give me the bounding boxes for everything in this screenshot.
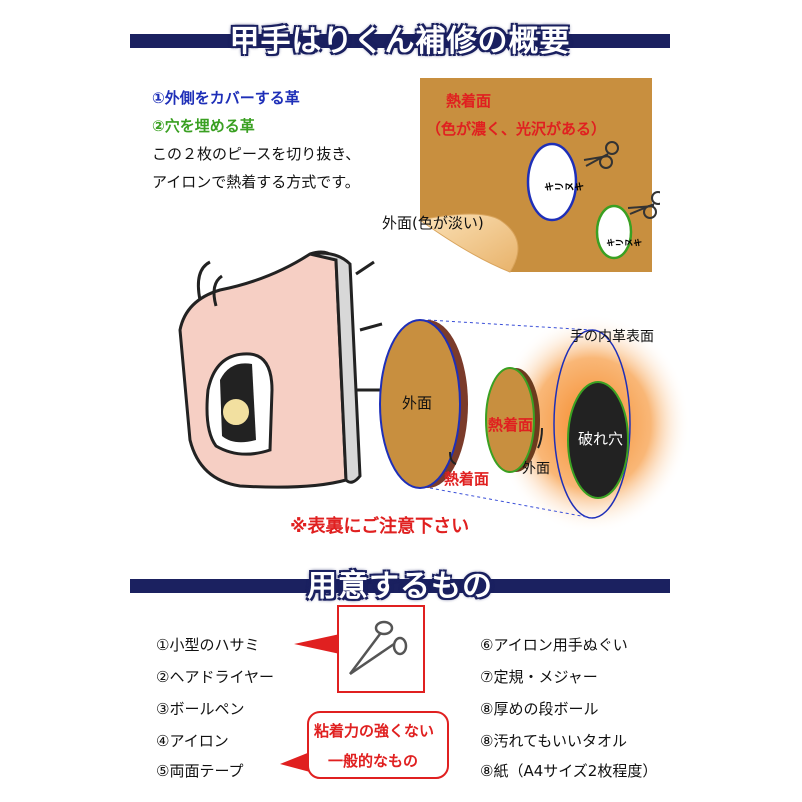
item-scissors: ①小型のハサミ [156, 636, 260, 654]
iron-soleplate [309, 251, 362, 484]
item-iron: ④アイロン [156, 732, 229, 750]
scissors-photo-callout [294, 605, 425, 693]
item-hair-dryer: ②ヘアドライヤー [156, 668, 274, 686]
intro-hole-fill: ②穴を埋める革 [152, 117, 255, 135]
outer-piece [379, 319, 461, 489]
tape-note-callout [280, 711, 449, 779]
outer-side-label: 外面(色が淡い) [382, 214, 484, 232]
callout-arrow [294, 634, 340, 654]
section-title: 用意するもの [307, 569, 493, 604]
tape-note-line-1: 粘着力の強くない [314, 722, 435, 740]
fill-piece [485, 367, 535, 473]
banner-bar [130, 34, 670, 48]
heat-side-note: （色が濃く、光沢がある） [426, 120, 607, 138]
cutout-label-1: キリヌキ [544, 183, 584, 194]
item-cardboard: ⑧厚めの段ボール [480, 700, 599, 718]
item-ballpoint-pen: ③ボールペン [156, 700, 245, 718]
inner-surface-label: 手の内革表面 [570, 329, 654, 345]
cutout-oval-outer [526, 142, 578, 222]
arrow-icon [449, 451, 457, 465]
scissors-photo-frame [337, 605, 425, 693]
layer-diagram [379, 314, 690, 530]
intro-outer-cover: ①外側をカバーする革 [152, 89, 300, 107]
motion-line-icon [355, 260, 375, 276]
page-title: 甲手はりくん補修の概要 [229, 24, 571, 59]
arrow-icon [537, 427, 543, 449]
motion-line-icon [359, 322, 383, 332]
fill-piece-heat-label: 熱着面 [488, 416, 534, 434]
item-ruler: ⑦定規・メジャー [480, 668, 598, 686]
torn-hole-label: 破れ穴 [578, 430, 624, 448]
banner-bar [130, 579, 670, 593]
item-paper: ⑧紙（A4サイズ2枚程度） [480, 762, 658, 780]
scissors-icon [627, 191, 660, 219]
tape-note-line-2: 一般的なもの [328, 752, 419, 770]
torn-hole [567, 381, 629, 499]
item-towel: ⑧汚れてもいいタオル [480, 732, 627, 750]
heat-side-label: 熱着面 [446, 92, 492, 110]
callout-arrow [280, 752, 310, 772]
outer-piece-heat-label: 熱着面 [444, 470, 490, 488]
motion-line-icon [212, 274, 223, 307]
item-double-sided-tape: ⑤両面テープ [156, 762, 244, 780]
cutout-oval-inner [595, 204, 633, 260]
iron-dial [221, 397, 251, 427]
leather-sheet-illustration [418, 78, 660, 273]
small-scissors-icon [349, 620, 408, 676]
tape-note-frame [307, 711, 449, 779]
section-banner: 用意するもの [130, 569, 670, 604]
iron-illustration [178, 250, 383, 489]
leather-light-curl [418, 213, 519, 273]
intro-line-3: この２枚のピースを切り抜き、 [152, 145, 361, 163]
outer-piece-label: 外面 [402, 394, 433, 412]
scissors-icon [583, 141, 619, 169]
cutout-label-2: キリヌキ [606, 239, 642, 249]
intro-line-4: アイロンで熱着する方式です。 [152, 173, 360, 191]
item-iron-cloth: ⑥アイロン用手ぬぐい [480, 636, 628, 654]
motion-line-icon [196, 260, 211, 301]
title-banner: 甲手はりくん補修の概要 [130, 24, 670, 59]
orientation-warning: ※表裏にご注意下さい [290, 516, 470, 537]
fill-piece-outer-label: 外面 [522, 461, 550, 477]
intro-text: ①外側をカバーする革 ②穴を埋める革 この２枚のピースを切り抜き、 アイロンで熱… [152, 84, 360, 196]
